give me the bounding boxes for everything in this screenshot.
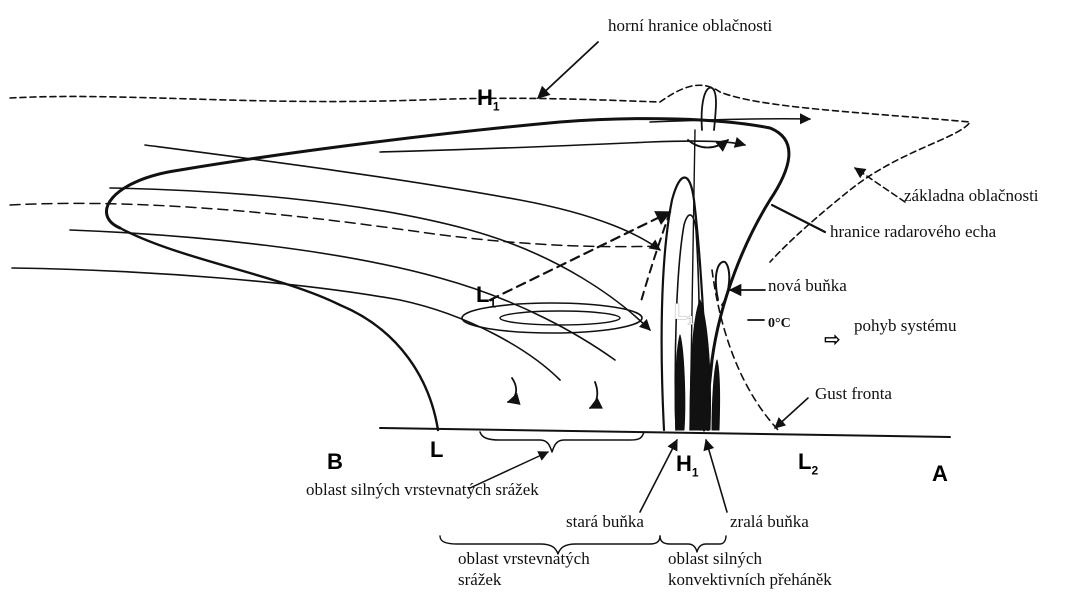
label-heavy-stratiform: oblast silných vrstevnatých srážek <box>306 480 539 500</box>
label-temperature: 0°C <box>768 314 791 334</box>
flow-line-2 <box>110 188 650 330</box>
flow-line-3 <box>70 230 615 360</box>
radar-echo-boundary <box>107 119 789 430</box>
dashed-rear-inflow <box>490 212 670 300</box>
label-new-cell: nová buňka <box>768 276 847 296</box>
symbol-l-core: L1 <box>674 300 694 332</box>
precip-curl-2 <box>590 382 597 408</box>
flow-line-1 <box>145 145 660 250</box>
label-cloud-top: horní hranice oblačnosti <box>608 16 772 36</box>
symbol-l-right: L2 <box>798 450 818 482</box>
radar-echo-leader <box>772 205 825 232</box>
symbol-h-bottom: H1 <box>676 452 699 484</box>
label-convective-region-line1: oblast silných <box>668 548 832 569</box>
cloud-base-leader <box>855 168 905 202</box>
label-cloud-base: základna oblačnosti <box>904 186 1039 206</box>
label-old-cell: stará buňka <box>566 512 644 532</box>
echo-lower-flank <box>120 228 438 430</box>
central-updraft <box>702 88 716 130</box>
symbol-l-left: L <box>430 438 443 462</box>
label-gust-front: Gust fronta <box>815 384 892 404</box>
label-system-motion: pohyb systému <box>854 316 956 336</box>
label-stratiform-region-line1: oblast vrstevnatých <box>458 548 590 569</box>
mature-cell-leader <box>706 440 727 512</box>
gust-front-leader <box>775 398 808 428</box>
precip-core-thin <box>712 360 720 430</box>
label-convective-region-line2: konvektivních přeháněk <box>668 569 832 590</box>
symbol-h-top: H1 <box>477 86 500 118</box>
label-radar-echo: hranice radarového echa <box>830 222 996 242</box>
pressure-oval-inner <box>500 311 620 325</box>
old-cell-leader <box>640 440 677 512</box>
heavy-stratiform-bracket <box>480 432 644 452</box>
precip-core-old <box>675 335 685 430</box>
dashed-descending <box>640 212 670 305</box>
new-cell-outline <box>716 262 729 305</box>
label-stratiform-region-line2: srážek <box>458 569 590 590</box>
label-convective-region: oblast silných konvektivních přeháněk <box>668 548 832 590</box>
cloud-top-leader <box>538 42 598 98</box>
label-mature-cell: zralá buňka <box>730 512 809 532</box>
precip-curl-1 <box>508 378 516 402</box>
label-stratiform-region: oblast vrstevnatých srážek <box>458 548 590 590</box>
symbol-a: A <box>932 462 948 486</box>
symbol-b: B <box>327 450 343 474</box>
system-motion-arrow-icon: ⇨ <box>824 328 841 352</box>
symbol-l-mid: L1 <box>476 283 496 315</box>
